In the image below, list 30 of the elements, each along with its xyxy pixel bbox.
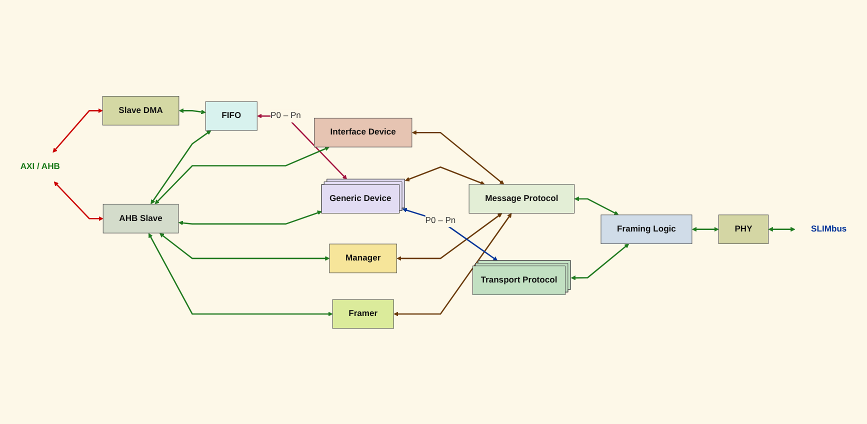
arrow xyxy=(402,208,498,261)
arrow xyxy=(178,108,206,114)
arrow xyxy=(52,108,103,152)
arrow xyxy=(574,196,619,215)
edge-label: P0 – Pn xyxy=(425,216,456,225)
arrow xyxy=(768,226,796,232)
node-box: Slave DMA xyxy=(102,96,180,126)
arrow xyxy=(159,232,330,260)
arrow xyxy=(396,212,502,260)
arrow xyxy=(570,243,630,280)
arrow xyxy=(54,181,104,221)
node-box: Message Protocol xyxy=(468,184,575,214)
arrow xyxy=(412,130,504,184)
node-box: Interface Device xyxy=(314,118,412,147)
arrow xyxy=(178,210,322,225)
node-text: SLIMbus xyxy=(811,224,847,234)
node-box: FIFO xyxy=(205,101,258,130)
arrow xyxy=(404,166,486,185)
arrow xyxy=(692,226,719,232)
node-box: Framer xyxy=(332,298,394,328)
arrow xyxy=(394,212,512,316)
arrow xyxy=(148,232,333,316)
arrow xyxy=(154,146,330,204)
node-box: AHB Slave xyxy=(102,204,179,233)
node-text: AXI / AHB xyxy=(20,162,60,171)
edge-label: P0 – Pn xyxy=(270,110,301,120)
node-box: Manager xyxy=(329,243,397,273)
arrow xyxy=(150,130,212,204)
node-box: Framing Logic xyxy=(600,214,692,244)
node-box: PHY xyxy=(718,214,769,244)
